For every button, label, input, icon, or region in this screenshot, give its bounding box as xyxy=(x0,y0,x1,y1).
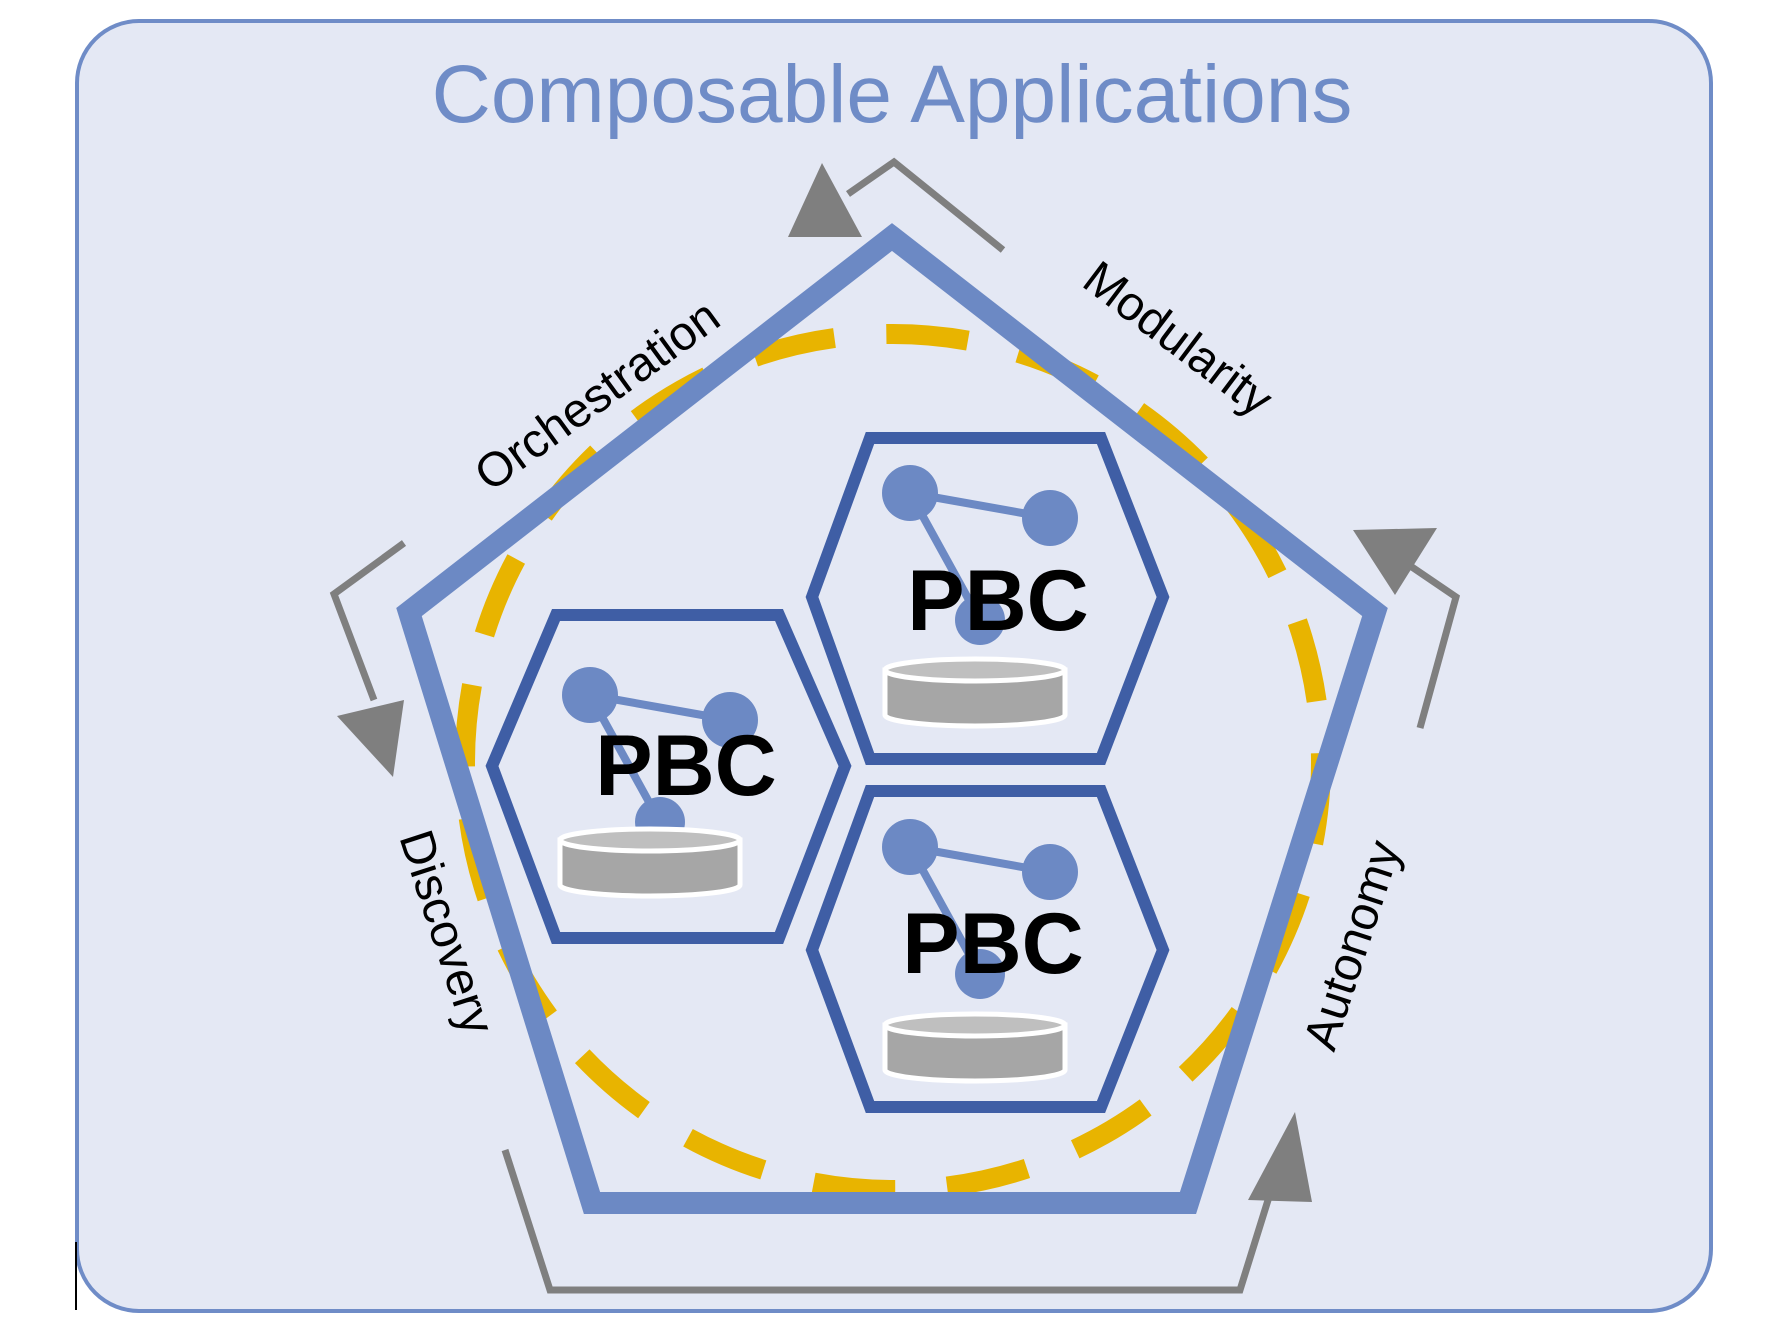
pbc-label: PBC xyxy=(902,896,1084,992)
arrowhead-top xyxy=(788,163,862,237)
curved-arrow-icon xyxy=(846,157,1006,253)
pbc-hexagon-2: PBC xyxy=(805,432,1170,765)
database-icon xyxy=(560,829,740,896)
pentagon-boundary xyxy=(396,223,1388,1214)
database-icon xyxy=(885,1014,1065,1081)
pbc-label: PBC xyxy=(907,553,1089,649)
pbc-label: PBC xyxy=(595,718,777,814)
pbc-hexagon-3: PBC xyxy=(805,785,1170,1113)
curved-arrow-icon xyxy=(501,1148,1282,1294)
arrowhead-bottom xyxy=(1248,1112,1312,1202)
database-icon xyxy=(885,659,1065,726)
arrowhead-left xyxy=(337,700,404,777)
arrowhead-right xyxy=(1353,528,1437,595)
diagram-title: Composable Applications xyxy=(432,49,1353,140)
curved-arrow-icon xyxy=(329,540,407,702)
pbc-hexagon-1: PBC xyxy=(485,609,852,944)
